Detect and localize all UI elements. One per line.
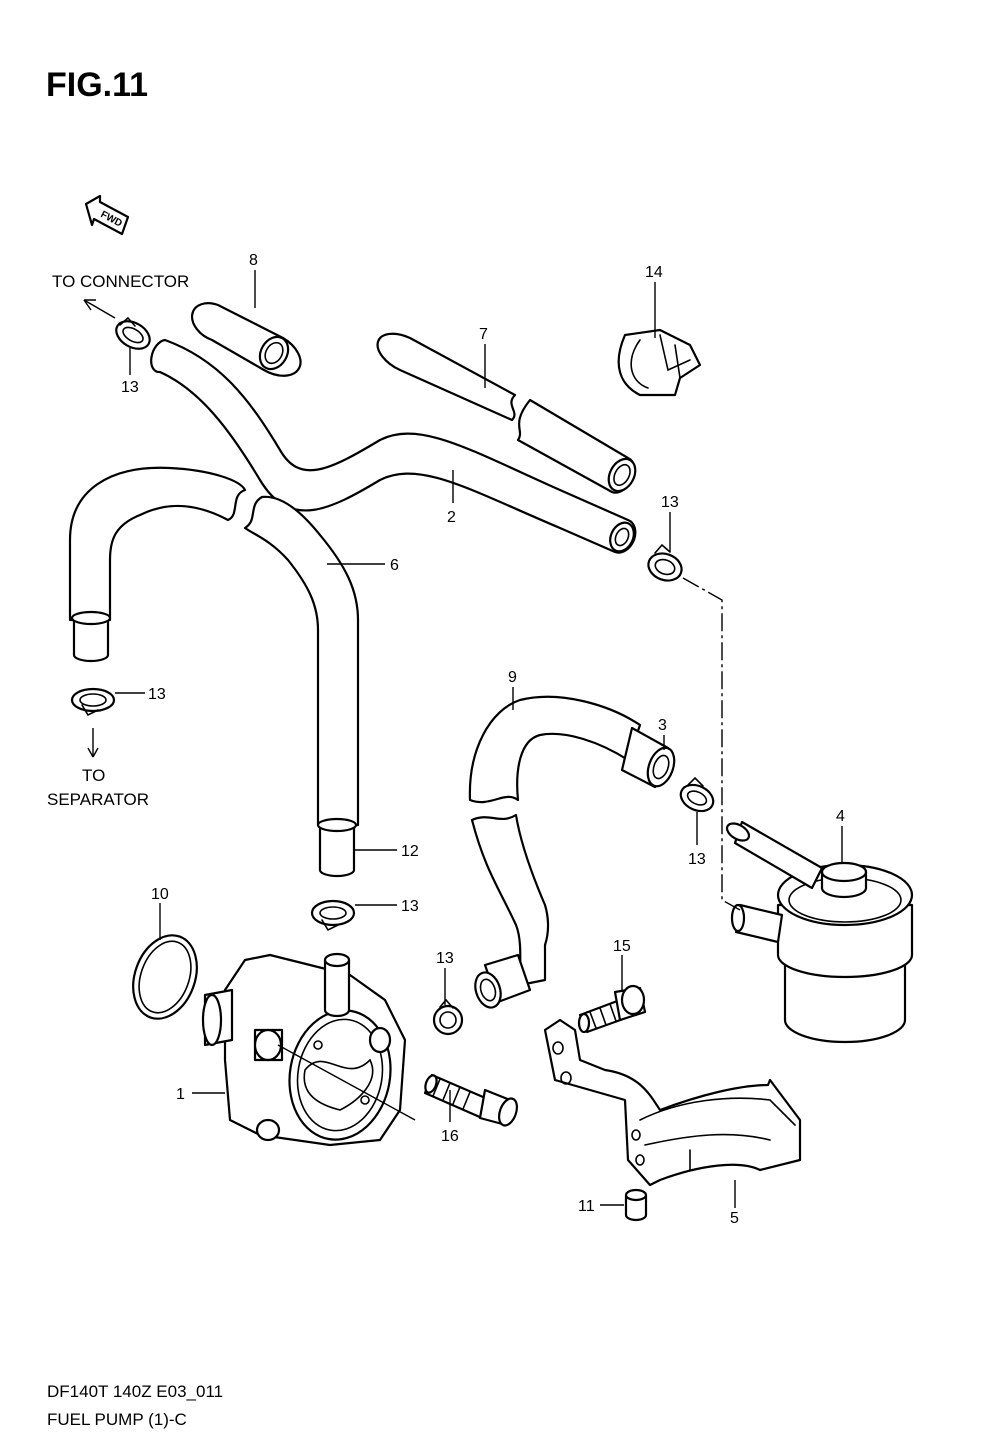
- callout-13-d: 13: [688, 851, 706, 868]
- callout-5: 5: [730, 1210, 739, 1227]
- part-8-short-hose: [190, 302, 302, 377]
- callout-13-b: 13: [661, 494, 679, 511]
- part-13-clamp-b: [647, 543, 683, 582]
- part-6-bent-hose: [68, 466, 360, 878]
- note-to-connector: TO CONNECTOR: [52, 272, 189, 291]
- callout-14: 14: [645, 264, 663, 281]
- callout-3: 3: [658, 717, 667, 734]
- callout-4: 4: [836, 808, 845, 825]
- part-9-hose: [468, 695, 642, 987]
- part-13-clamp-d: [679, 776, 715, 813]
- figure-title: FIG.11: [46, 66, 148, 104]
- to-separator-arrow-icon: [87, 728, 99, 758]
- callout-2: 2: [447, 509, 456, 526]
- part-4-fuel-filter: [725, 820, 914, 1044]
- callout-9: 9: [508, 669, 517, 686]
- callout-1: 1: [176, 1086, 185, 1103]
- callout-13-e: 13: [401, 898, 419, 915]
- part-10-o-ring: [132, 934, 198, 1020]
- part-16-bolt: [423, 1073, 519, 1127]
- callout-11: 11: [578, 1198, 595, 1215]
- callout-8: 8: [249, 252, 258, 269]
- part-13-clamp-c: [70, 687, 116, 717]
- callout-13-a: 13: [121, 379, 139, 396]
- callout-13-f: 13: [436, 950, 454, 967]
- leader-1-pump: [277, 1044, 416, 1121]
- part-1-fuel-pump: [201, 952, 407, 1147]
- part-3-hose-end: [474, 726, 676, 1009]
- callout-7: 7: [479, 326, 488, 343]
- callout-15: 15: [613, 938, 631, 955]
- footer-model-code: DF140T 140Z E03_011: [47, 1382, 223, 1401]
- routing-line: [682, 577, 741, 911]
- part-13-clamp-a: [115, 316, 151, 350]
- part-7-straight-hose: [376, 332, 637, 494]
- note-to-separator-line2: SEPARATOR: [47, 790, 149, 809]
- footer-section-title: FUEL PUMP (1)-C: [47, 1410, 187, 1429]
- note-to-separator-line1: TO: [82, 766, 105, 785]
- part-13-clamp-e: [310, 899, 356, 932]
- part-11-spacer: [624, 1188, 648, 1222]
- part-14-clip: [617, 328, 702, 397]
- callout-16: 16: [441, 1128, 459, 1145]
- callout-10: 10: [151, 886, 169, 903]
- part-2-fuel-hose: [150, 338, 637, 554]
- fwd-arrow-icon: FWD: [84, 194, 130, 236]
- callout-6: 6: [390, 557, 399, 574]
- part-13-clamp-f: [432, 998, 464, 1036]
- callout-12: 12: [401, 843, 419, 860]
- part-5-bracket: [543, 1018, 802, 1187]
- callout-13-c: 13: [148, 686, 166, 703]
- part-15-bolt: [577, 984, 647, 1034]
- to-connector-arrow-icon: [83, 299, 116, 319]
